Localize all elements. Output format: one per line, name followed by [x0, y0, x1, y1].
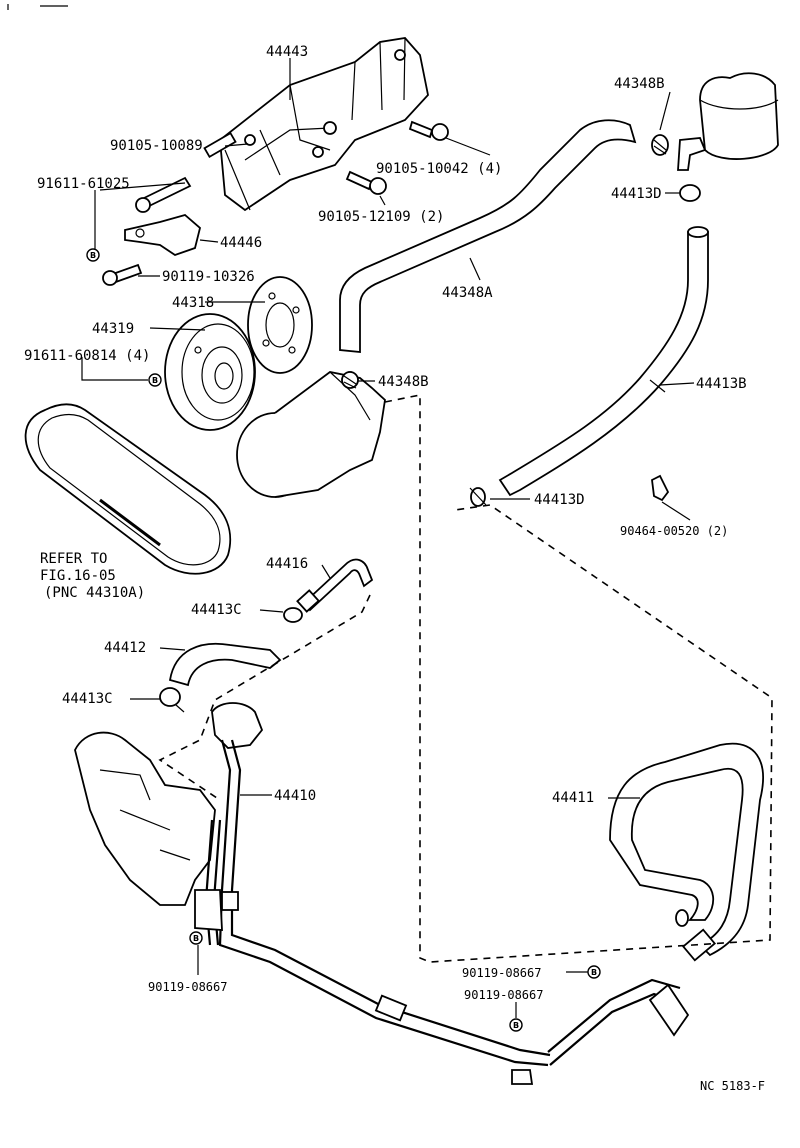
callout-91611-60814: 91611-60814 (4) — [24, 348, 150, 364]
bolt-90119-10326 — [102, 263, 143, 286]
pump-body — [74, 702, 264, 906]
hose-44348a — [339, 119, 637, 353]
clamp-44348b-top — [651, 134, 669, 156]
callout-44348a: 44348A — [442, 285, 493, 301]
refer-line-3: (PNC 44310A) — [44, 585, 145, 601]
pulley-44319 — [164, 313, 256, 431]
callout-44413d-top: 44413D — [611, 186, 662, 202]
bolt-mark-1: B — [86, 248, 100, 262]
callout-90119-08667-b: 90119-08667 — [462, 966, 541, 980]
bolt-mark-3: B — [189, 931, 203, 945]
clip-90464-00520 — [651, 474, 670, 502]
bolt-mark-5: B — [509, 1018, 523, 1032]
bolt-90105-12109 — [345, 170, 387, 195]
callout-91611-61025: 91611-61025 — [37, 176, 130, 192]
callout-44413d-mid: 44413D — [534, 492, 585, 508]
bolt-91611-61025 — [135, 176, 192, 213]
callout-44411: 44411 — [552, 790, 594, 806]
callout-44348b-mid: 44348B — [378, 374, 429, 390]
return-line-44411 — [547, 742, 764, 1066]
callout-44416: 44416 — [266, 556, 308, 572]
callout-44443: 44443 — [266, 44, 308, 60]
svg-text:B: B — [193, 934, 199, 943]
pressure-line-44410 — [194, 739, 551, 1085]
callout-44319: 44319 — [92, 321, 134, 337]
bolt-mark-4: B — [587, 965, 601, 979]
svg-text:B: B — [591, 968, 597, 977]
callout-44348b-top: 44348B — [614, 76, 665, 92]
bracket-44446 — [124, 214, 202, 256]
dashed-connectors — [158, 394, 773, 963]
refer-line-2: FIG.16-05 — [40, 568, 116, 584]
leader-lines — [81, 58, 695, 1018]
callout-90119-08667-c: 90119-08667 — [464, 988, 543, 1002]
clamp-44413d-top — [679, 184, 701, 202]
tube-44416 — [296, 558, 374, 613]
callout-90105-10042: 90105-10042 (4) — [376, 161, 502, 177]
refer-line-1: REFER TO — [40, 551, 107, 567]
svg-text:B: B — [152, 376, 158, 385]
callout-90105-10089: 90105-10089 — [110, 138, 203, 154]
callout-90119-08667-a: 90119-08667 — [148, 980, 227, 994]
hose-44413b — [498, 226, 709, 497]
callout-44410: 44410 — [274, 788, 316, 804]
callout-44413c-a: 44413C — [191, 602, 242, 618]
callout-44413c-b: 44413C — [62, 691, 113, 707]
bolt-90105-10042 — [408, 120, 449, 141]
plate-44318 — [247, 276, 313, 374]
clamp-44413d-mid — [469, 487, 487, 507]
reference-code: NC 5183-F — [700, 1079, 765, 1093]
bolt-90105-10089 — [203, 131, 237, 159]
drive-belt — [24, 403, 232, 575]
callout-90105-12109: 90105-12109 (2) — [318, 209, 444, 225]
callout-90464-00520: 90464-00520 (2) — [620, 524, 728, 538]
callout-44446: 44446 — [220, 235, 262, 251]
hose-44412 — [168, 642, 282, 687]
reservoir-tank — [677, 72, 779, 171]
svg-text:B: B — [90, 251, 96, 260]
bracket-44443 — [219, 37, 429, 212]
callout-44412: 44412 — [104, 640, 146, 656]
corner-marks — [7, 4, 68, 10]
callout-44318: 44318 — [172, 295, 214, 311]
svg-text:B: B — [513, 1021, 519, 1030]
bolt-mark-2: B — [148, 373, 162, 387]
callout-44413b: 44413B — [696, 376, 747, 392]
callouts: 44443 90105-10089 91611-61025 90105-1004… — [24, 44, 765, 1093]
compressor — [236, 371, 386, 498]
callout-90119-10326: 90119-10326 — [162, 269, 255, 285]
clamp-44413c-a — [283, 607, 303, 623]
clamp-44348b-mid — [341, 371, 359, 389]
clamp-44413c-b — [159, 687, 185, 713]
